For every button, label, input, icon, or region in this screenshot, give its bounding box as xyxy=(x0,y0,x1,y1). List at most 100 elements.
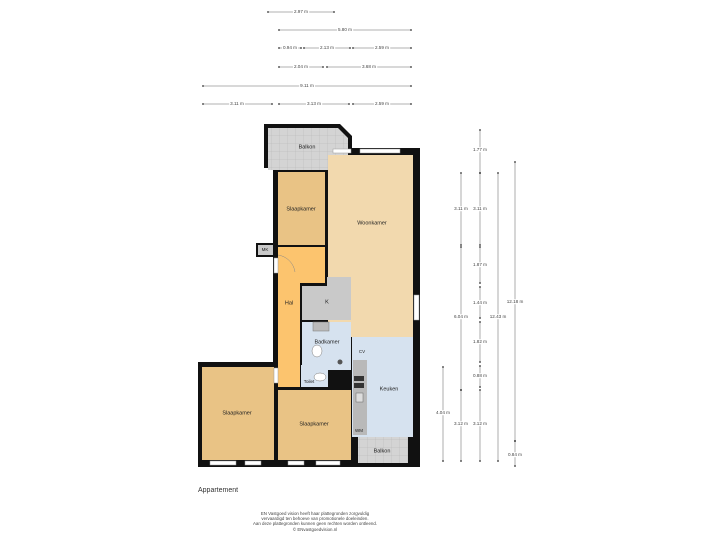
dim-label: 2.97 m xyxy=(294,9,308,14)
dim-endpoint xyxy=(352,103,354,105)
dim-label-bg xyxy=(229,101,246,107)
windows xyxy=(209,148,420,466)
dim-endpoint xyxy=(479,129,481,131)
dim-label-bg xyxy=(472,206,489,212)
room-mk xyxy=(258,245,273,255)
dim-label: 0.84 m xyxy=(508,452,522,457)
label-woonkamer: Woonkamer xyxy=(357,220,387,226)
dim-label-bg xyxy=(281,45,299,51)
dim-label-bg xyxy=(299,83,316,89)
dim-label-bg xyxy=(471,339,489,345)
dim-endpoint xyxy=(479,386,481,388)
room-balkon-bottom xyxy=(358,437,408,463)
label-toilet: Toilet xyxy=(304,379,315,384)
dim-endpoint xyxy=(479,365,481,367)
stove-icon xyxy=(354,383,364,388)
label-slaapkamer: Slaapkamer xyxy=(222,410,252,416)
dim-endpoint xyxy=(202,85,204,87)
dim-label: 1.77 m xyxy=(473,147,487,152)
dim-endpoint xyxy=(460,389,462,391)
dim-label: 2.59 m xyxy=(375,101,389,106)
dim-label: 4.04 m xyxy=(436,410,450,415)
dim-endpoint xyxy=(514,440,516,442)
dim-endpoint xyxy=(322,66,324,68)
dim-label-bg xyxy=(453,206,470,212)
dim-endpoint xyxy=(442,366,444,368)
dim-endpoint xyxy=(479,172,481,174)
sink-icon xyxy=(355,392,364,403)
dim-endpoint xyxy=(333,11,335,13)
dim-endpoint xyxy=(479,321,481,323)
label-cv: CV xyxy=(359,349,365,354)
dim-endpoint xyxy=(300,47,302,49)
label-hal: Hal xyxy=(285,300,293,306)
rooms xyxy=(202,128,413,463)
dim-label: 6.04 m xyxy=(454,314,468,319)
room-labels: Balkon Slaapkamer Woonkamer MK Hal K Bad… xyxy=(222,144,398,454)
dim-label-bg xyxy=(360,64,378,70)
disclaimer-line: Aan deze plattegronden kunnen geen recht… xyxy=(252,521,377,527)
dim-endpoint xyxy=(497,460,499,462)
toilet-icon xyxy=(313,372,327,382)
disclaimer-line: EN Vastgoed vision heeft haar plattegron… xyxy=(260,511,370,516)
right-dimensions: 1.77 m 3.11 m 3.11 m 1.87 m 1.44 m 6.04 … xyxy=(434,129,525,467)
dim-endpoint xyxy=(410,47,412,49)
dim-label-bg xyxy=(434,410,452,416)
dim-label: 3.11 m xyxy=(230,101,244,106)
dim-endpoint xyxy=(349,47,351,49)
label-slaapkamer: Slaapkamer xyxy=(299,421,329,427)
dim-endpoint xyxy=(514,161,516,163)
dim-label: 12.43 m xyxy=(490,314,507,319)
label-mk: MK xyxy=(262,247,269,252)
dim-endpoint xyxy=(303,47,305,49)
label-balkon: Balkon xyxy=(374,448,391,454)
dim-endpoint xyxy=(278,103,280,105)
label-k: K xyxy=(325,299,329,305)
plan-title: Appartement xyxy=(198,487,239,494)
label-wm: WM xyxy=(355,428,363,433)
disclaimer-line: © ENvastgoedvision.nl xyxy=(292,526,338,532)
dim-endpoint xyxy=(460,172,462,174)
dim-endpoint xyxy=(460,244,462,246)
dim-label-bg xyxy=(471,300,489,306)
shower-drain-icon xyxy=(337,359,343,365)
dim-endpoint xyxy=(479,286,481,288)
dim-label-bg xyxy=(373,45,391,51)
dim-label-bg xyxy=(506,452,524,458)
dim-label: 1.44 m xyxy=(473,300,487,305)
dim-label-bg xyxy=(318,45,336,51)
dim-label: 3.13 m xyxy=(307,101,321,106)
dim-label-bg xyxy=(471,262,489,268)
dim-endpoint xyxy=(278,66,280,68)
room-slaapkamer-top xyxy=(278,172,325,245)
stove-icon xyxy=(354,376,364,381)
label-keuken: Keuken xyxy=(380,386,399,392)
bath-sink-icon xyxy=(312,321,330,332)
disclaimer: EN Vastgoed vision heeft haar plattegron… xyxy=(230,511,400,532)
dim-label-bg xyxy=(471,421,489,427)
dim-label: 5.80 m xyxy=(338,27,352,32)
dim-endpoint xyxy=(479,317,481,319)
dim-endpoint xyxy=(410,103,412,105)
dim-label-bg xyxy=(471,147,489,153)
dim-endpoint xyxy=(479,460,481,462)
dim-endpoint xyxy=(479,244,481,246)
dim-label-bg xyxy=(505,299,525,305)
room-k xyxy=(302,277,351,320)
dim-endpoint xyxy=(497,172,499,174)
dim-label-bg xyxy=(305,101,323,107)
dim-endpoint xyxy=(460,460,462,462)
dim-endpoint xyxy=(326,66,328,68)
dim-label: 3.12 m xyxy=(473,421,487,426)
dim-endpoint xyxy=(202,103,204,105)
room-hal xyxy=(278,247,325,387)
dim-label: 3.68 m xyxy=(362,64,376,69)
dim-label: 3.11 m xyxy=(454,206,468,211)
dim-endpoint xyxy=(267,11,269,13)
dim-endpoint xyxy=(479,361,481,363)
dim-endpoint xyxy=(442,460,444,462)
dim-label: 2.13 m xyxy=(320,45,334,50)
bath-toilet-icon xyxy=(311,344,323,358)
dim-label: 12.18 m xyxy=(507,299,524,304)
